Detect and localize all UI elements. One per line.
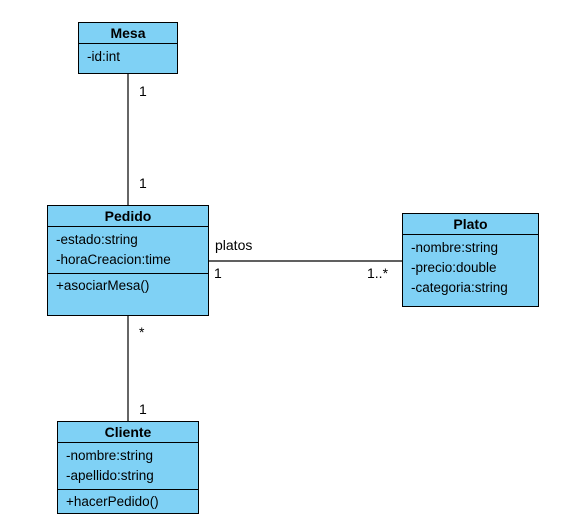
attribute: -categoria:string — [411, 280, 508, 295]
class-name: Plato — [403, 214, 538, 235]
class-pedido[interactable]: Pedido -estado:string -horaCreacion:time… — [47, 205, 209, 316]
attribute: -estado:string — [56, 232, 138, 247]
class-name: Cliente — [58, 422, 198, 443]
multiplicity-pedido-end-cliente: * — [139, 324, 145, 340]
attribute-compartment: -nombre:string -precio:double -categoria… — [403, 235, 538, 301]
class-cliente[interactable]: Cliente -nombre:string -apellido:string … — [57, 421, 199, 514]
attribute: -id:int — [87, 49, 121, 64]
attribute-compartment: -id:int — [79, 44, 177, 70]
attribute: -apellido:string — [66, 468, 154, 483]
operation: +asociarMesa() — [56, 278, 150, 293]
attribute: -nombre:string — [66, 448, 154, 463]
attribute: -horaCreacion:time — [56, 252, 171, 267]
class-name: Pedido — [48, 206, 208, 227]
attribute-compartment: -estado:string -horaCreacion:time — [48, 227, 208, 274]
operation-compartment: +hacerPedido() — [58, 490, 198, 514]
attribute: -nombre:string — [411, 240, 499, 255]
role-label-platos: platos — [215, 237, 253, 253]
multiplicity-plato-end: 1..* — [367, 265, 389, 281]
attribute: -precio:double — [411, 260, 497, 275]
multiplicity-pedido-end-plato: 1 — [214, 265, 222, 281]
multiplicity-cliente-end: 1 — [139, 401, 147, 417]
class-plato[interactable]: Plato -nombre:string -precio:double -cat… — [402, 213, 539, 307]
operation: +hacerPedido() — [66, 494, 159, 509]
attribute-compartment: -nombre:string -apellido:string — [58, 443, 198, 490]
class-name: Mesa — [79, 23, 177, 44]
multiplicity-mesa-end: 1 — [139, 83, 147, 99]
multiplicity-pedido-end-mesa: 1 — [139, 175, 147, 191]
class-mesa[interactable]: Mesa -id:int — [78, 22, 178, 74]
operation-compartment: +asociarMesa() — [48, 274, 208, 298]
